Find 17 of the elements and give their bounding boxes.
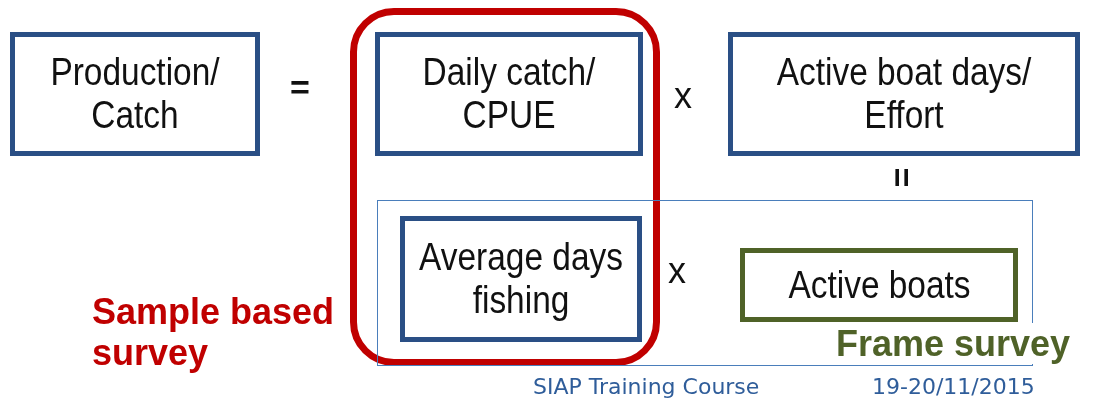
footer-date: 19-20/11/2015 (872, 374, 1035, 399)
formula-box (400, 216, 642, 342)
survey-label: Frame survey (836, 323, 1071, 365)
node-text: Production/ Catch (49, 51, 221, 137)
node-text: Average days fishing (418, 236, 624, 322)
multiply-sign: x (674, 75, 692, 117)
node-text: Active boats (787, 263, 971, 307)
formula-box (375, 32, 643, 156)
formula-box (10, 32, 260, 156)
frame-survey-box (740, 248, 1018, 322)
equals-sign: = (882, 167, 922, 188)
equals-sign: = (290, 68, 310, 107)
formula-box (728, 32, 1080, 156)
multiply-sign: x (668, 250, 686, 292)
footer-text: SIAP Training Course (533, 374, 760, 399)
node-text: Active boat days/ Effort (775, 51, 1033, 137)
node-text: Daily catch/ CPUE (421, 51, 597, 137)
